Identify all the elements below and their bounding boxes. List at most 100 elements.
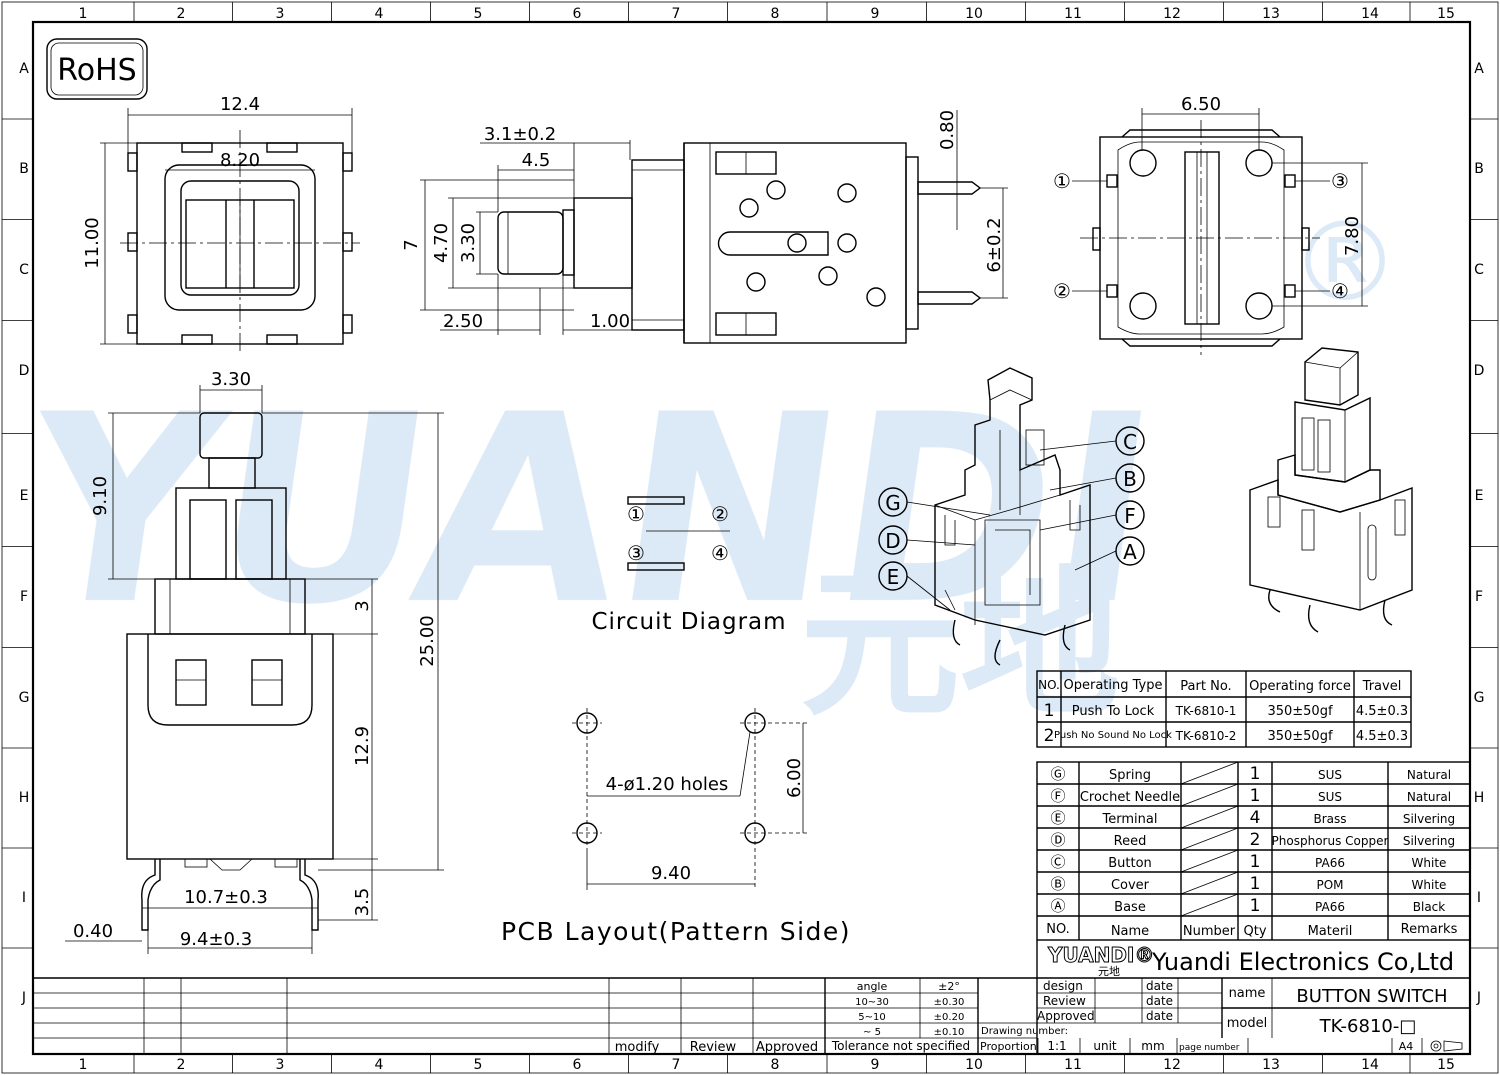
column-label: 12 <box>1163 1057 1181 1073</box>
column-label: 1 <box>79 1057 88 1073</box>
bottom-view: 6.50 7.80 ① ③ ② ④ <box>1053 94 1368 355</box>
column-label: 10 <box>965 1057 983 1073</box>
title-block: YUANDI® 元地 Yuandi Electronics Co,Ltd mod… <box>33 940 1470 1055</box>
circuit-diagram: ① ② ③ ④ Circuit Diagram <box>591 496 786 635</box>
callout-a: A <box>1123 540 1137 564</box>
bom-cell: PA66 <box>1315 900 1345 914</box>
bom-cell: Ⓓ <box>1050 831 1065 849</box>
dim-9-10: 9.10 <box>90 476 111 516</box>
bom-cell: 1 <box>1250 874 1261 894</box>
pin-1-label: ① <box>1053 169 1071 193</box>
bom-cell: Silvering <box>1403 812 1455 826</box>
tb-approved: Approved <box>1037 1009 1095 1023</box>
column-label: 1 <box>79 6 88 22</box>
bom-h-qty: Qty <box>1243 924 1266 939</box>
dim-8-20: 8.20 <box>220 150 260 171</box>
watermark: YUANDI ® 元地 <box>3 198 1400 738</box>
spec-h-force: Operating force <box>1249 679 1351 694</box>
column-label: 5 <box>474 6 483 22</box>
bottom-approved: Approved <box>756 1040 818 1055</box>
bom-cell: Natural <box>1407 790 1451 804</box>
row-label: F <box>1475 589 1483 605</box>
tol-r3-val: ±0.10 <box>934 1027 965 1038</box>
column-label: 9 <box>871 6 880 22</box>
bom-cell: SUS <box>1318 790 1342 804</box>
tol-r3-range: ~ 5 <box>863 1027 881 1038</box>
bom-h-remarks: Remarks <box>1401 922 1458 937</box>
callout-d: D <box>885 529 900 553</box>
spec-h-part: Part No. <box>1180 679 1231 694</box>
row-label: H <box>19 790 30 806</box>
dim-12-9: 12.9 <box>352 726 373 766</box>
tol-r1-range: 10~30 <box>855 997 889 1008</box>
row-label: G <box>1474 690 1485 706</box>
dim-2-50: 2.50 <box>443 311 483 332</box>
dim-11-00: 11.00 <box>82 217 103 269</box>
bom-cell: Ⓒ <box>1050 853 1065 871</box>
dim-6-50: 6.50 <box>1181 94 1221 115</box>
dim-3-30-front: 3.30 <box>211 369 251 390</box>
bom-cell: 4 <box>1250 808 1261 828</box>
tol-angle: angle <box>857 980 888 993</box>
dim-1-00: 1.00 <box>590 311 630 332</box>
bom-h-materil: Materil <box>1308 924 1353 939</box>
column-label: 4 <box>375 1057 384 1073</box>
pin-3-label: ③ <box>1331 169 1349 193</box>
bom-cell: POM <box>1316 878 1343 892</box>
row-label: D <box>1474 363 1485 379</box>
bottom-review: Review <box>690 1040 737 1055</box>
dim-9-4: 9.4±0.3 <box>180 929 252 950</box>
column-label: 2 <box>177 6 186 22</box>
spec-r1-part: TK-6810-1 <box>1175 704 1237 718</box>
column-label: 13 <box>1262 6 1280 22</box>
circuit-title: Circuit Diagram <box>591 609 786 635</box>
bom-cell: Cover <box>1111 878 1150 893</box>
tb-unit: unit <box>1093 1039 1117 1053</box>
bom-cell: 2 <box>1250 830 1261 850</box>
tb-design: design <box>1043 979 1083 993</box>
bom-cell: Natural <box>1407 768 1451 782</box>
bom-cell: Ⓖ <box>1050 765 1065 783</box>
row-label: F <box>20 589 28 605</box>
circuit-pin-1: ① <box>627 502 645 526</box>
dim-3: 3 <box>352 600 373 611</box>
dim-6-0-2: 6±0.2 <box>984 217 1005 272</box>
spec-table: NO. Operating Type Part No. Operating fo… <box>1036 670 1412 748</box>
column-label: 14 <box>1361 1057 1379 1073</box>
callout-c: C <box>1123 430 1137 454</box>
logo-text: YUANDI® <box>1047 943 1154 967</box>
bottom-modify: modify <box>615 1040 660 1055</box>
row-label: A <box>19 61 29 77</box>
tb-model-label: model <box>1227 1016 1267 1031</box>
dim-4-5: 4.5 <box>522 150 551 171</box>
tb-mm: mm <box>1141 1039 1164 1053</box>
callout-e: E <box>887 565 900 589</box>
row-label: C <box>1474 262 1484 278</box>
column-label: 13 <box>1262 1057 1280 1073</box>
side-view: 3.1±0.2 4.5 7 4.70 3.30 2.50 1.00 0.80 6… <box>401 110 1008 344</box>
tb-scale: 1:1 <box>1047 1039 1066 1053</box>
column-label: 7 <box>672 6 681 22</box>
spec-h-type: Operating Type <box>1064 678 1163 693</box>
dim-4-70: 4.70 <box>431 223 452 263</box>
bom-cell: 1 <box>1250 896 1261 916</box>
bom-cell: Base <box>1114 900 1146 915</box>
column-label: 15 <box>1437 6 1455 22</box>
spec-r1-type: Push To Lock <box>1072 704 1155 719</box>
isometric-cutaway: C B F A G D E <box>878 367 1145 666</box>
row-label: I <box>1477 890 1481 906</box>
circuit-pin-2: ② <box>711 502 729 526</box>
dim-3-30-side: 3.30 <box>458 223 479 263</box>
row-label: I <box>22 890 26 906</box>
tb-name-label: name <box>1229 986 1266 1001</box>
spec-r1-no: 1 <box>1044 701 1055 721</box>
front-view: 3.30 9.10 25.00 3 12.9 3.5 10.7±0.3 9.4±… <box>65 369 444 954</box>
column-label: 15 <box>1437 1057 1455 1073</box>
dim-10-7: 10.7±0.3 <box>184 887 268 908</box>
pcb-layout: 4-ø1.20 holes 6.00 9.40 PCB Layout(Patte… <box>501 708 850 946</box>
company-name: Yuandi Electronics Co,Ltd <box>1151 948 1454 976</box>
column-label: 14 <box>1361 6 1379 22</box>
